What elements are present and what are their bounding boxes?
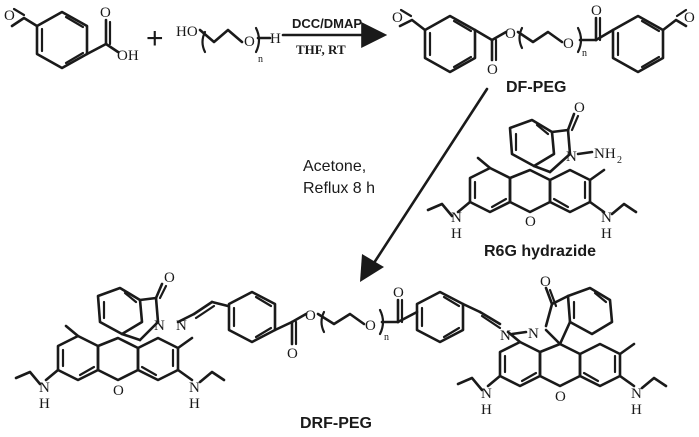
drf-peg-structure [14,282,668,392]
drf-right-carbonyl-o: O [540,274,551,290]
r6g-lactam-n: N [566,149,577,165]
drf-right-n2: N [631,386,642,402]
peg-n-label: n [258,54,263,65]
reaction-arrow-2 [370,87,489,268]
df-ester-o-left: O [505,26,516,42]
solvent-label: THF, RT [296,42,346,57]
drf-peg-label: DRF-PEG [300,415,372,432]
r6g-nh2-subscript: 2 [617,155,622,166]
r6g-nh2-label: NH [594,146,616,162]
drf-left-carbonyl-o: O [164,270,175,286]
r6g-right-h: H [601,226,612,242]
drf-ester-o-left: O [305,308,316,324]
peg-o-label: O [244,34,255,50]
formylbenzoic-acid-structure [10,7,120,70]
peg-h-label: H [270,31,281,47]
drf-left-h1: H [39,396,50,412]
reaction-arrow-2-head [360,254,384,282]
drf-carbonyl-o-right: O [393,285,404,301]
drf-left-xanthene-o: O [113,383,124,399]
drf-left-lactam-n: N [154,318,165,334]
drf-left-h2: H [189,396,200,412]
acid-oh-label: OH [117,48,139,64]
drf-left-imine-n: N [176,318,187,334]
r6g-xanthene-o: O [525,214,536,230]
peg-ho-label: HO [176,24,198,40]
r6g-right-n: N [601,210,612,226]
df-n-label: n [582,48,587,59]
drf-right-imine-n: N [500,328,511,344]
condition-line-2: Reflux 8 h [303,180,375,197]
df-carbonyl-o-right: O [591,3,602,19]
peg-structure [198,26,272,54]
plus-sign: + [146,22,164,55]
drf-ester-o-right: O [365,318,376,334]
aldehyde-o-label: O [4,8,15,24]
df-ester-o-right: O [563,36,574,52]
r6g-left-h: H [451,226,462,242]
df-peg-label: DF-PEG [506,79,566,96]
drf-right-lactam-n: N [528,326,539,342]
drf-left-n2: N [189,380,200,396]
reagent-label: DCC/DMAP [292,16,362,31]
condition-line-1: Acetone, [303,158,366,175]
df-peg-structure [398,8,688,74]
drf-n-label: n [384,332,389,343]
acid-carbonyl-o-label: O [100,5,111,21]
df-aldehyde-o-right: O [684,10,695,26]
drf-right-h2: H [631,402,642,418]
r6g-carbonyl-o: O [574,100,585,116]
r6g-hydrazide-structure [426,112,638,218]
r6g-hydrazide-label: R6G hydrazide [484,243,596,260]
drf-carbonyl-o-left: O [287,346,298,362]
drf-right-h1: H [481,402,492,418]
drf-right-n1: N [481,386,492,402]
drf-left-n1: N [39,380,50,396]
df-carbonyl-o-left: O [487,62,498,78]
df-aldehyde-o-left: O [392,10,403,26]
drf-right-xanthene-o: O [555,389,566,405]
r6g-left-n: N [451,210,462,226]
